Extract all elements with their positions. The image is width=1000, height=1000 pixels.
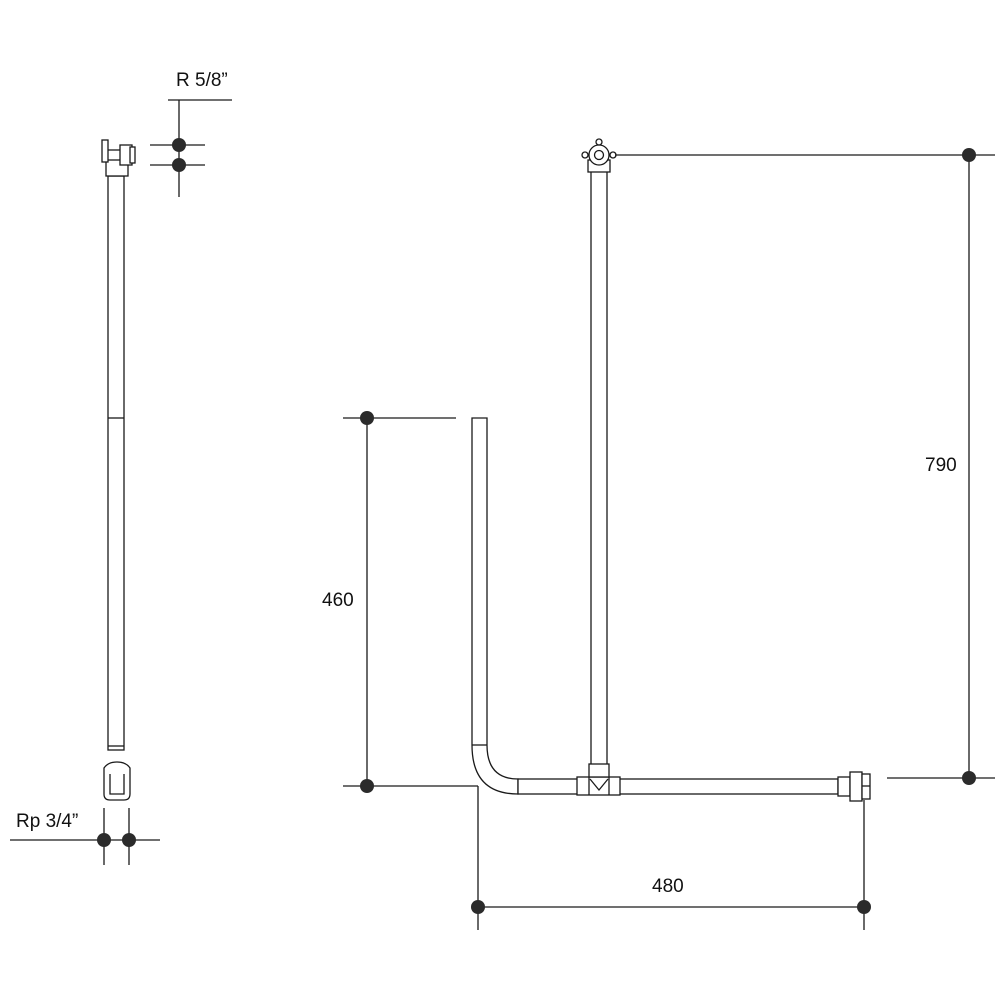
top-wall-fitting-icon	[581, 138, 617, 173]
total-height-dimension	[615, 148, 995, 785]
width-label: 480	[652, 876, 684, 897]
side-view-bottom-fitting-icon	[103, 761, 131, 801]
bottom-thread-dimension	[10, 808, 160, 865]
width-dimension	[471, 786, 871, 930]
end-connector-icon	[837, 771, 871, 802]
front-view-horizontal-pipe	[517, 778, 839, 795]
top-thread-dimension	[150, 99, 232, 197]
bottom-thread-label: Rp 3/4”	[16, 811, 79, 832]
riser-height-dimension	[343, 411, 478, 793]
side-view-pipe	[107, 175, 125, 751]
side-view-valve-icon	[101, 139, 136, 177]
total-height-label: 790	[925, 455, 957, 476]
front-view-riser-pipe	[471, 417, 519, 795]
top-thread-label: R 5/8”	[176, 70, 228, 91]
riser-height-label: 460	[322, 590, 354, 611]
tee-fitting-icon	[576, 763, 621, 796]
front-view-vertical-pipe	[590, 169, 608, 766]
